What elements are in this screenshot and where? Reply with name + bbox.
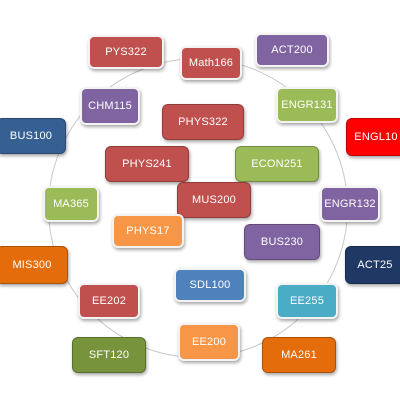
course-node-bus230: BUS230 (244, 224, 320, 260)
course-node-phys241: PHYS241 (105, 146, 189, 182)
course-node-bus100: BUS100 (0, 118, 66, 154)
course-node-mus200: MUS200 (177, 182, 251, 218)
course-node-ma261: MA261 (262, 337, 336, 373)
course-node-econ251: ECON251 (235, 146, 319, 182)
course-node-sdl100: SDL100 (174, 268, 246, 302)
course-node-math166: Math166 (180, 46, 242, 80)
course-node-ee200: EE200 (178, 323, 240, 361)
course-node-act200: ACT200 (255, 33, 329, 67)
course-node-phys17: PHYS17 (112, 214, 184, 248)
course-node-pys322: PYS322 (88, 35, 164, 69)
course-node-ma365: MA365 (43, 186, 99, 222)
course-node-ee255: EE255 (276, 283, 338, 319)
course-node-mis300: MIS300 (0, 246, 68, 284)
course-node-engr132: ENGR132 (320, 186, 380, 222)
course-node-sft120: SFT120 (72, 337, 146, 373)
course-node-engl10: ENGL10 (346, 118, 400, 156)
course-node-act25: ACT25 (345, 246, 400, 284)
course-node-engr131: ENGR131 (276, 87, 338, 123)
course-node-chm115: CHM115 (80, 87, 140, 125)
course-node-ee202: EE202 (78, 283, 140, 319)
course-node-phys322: PHYS322 (162, 104, 244, 140)
